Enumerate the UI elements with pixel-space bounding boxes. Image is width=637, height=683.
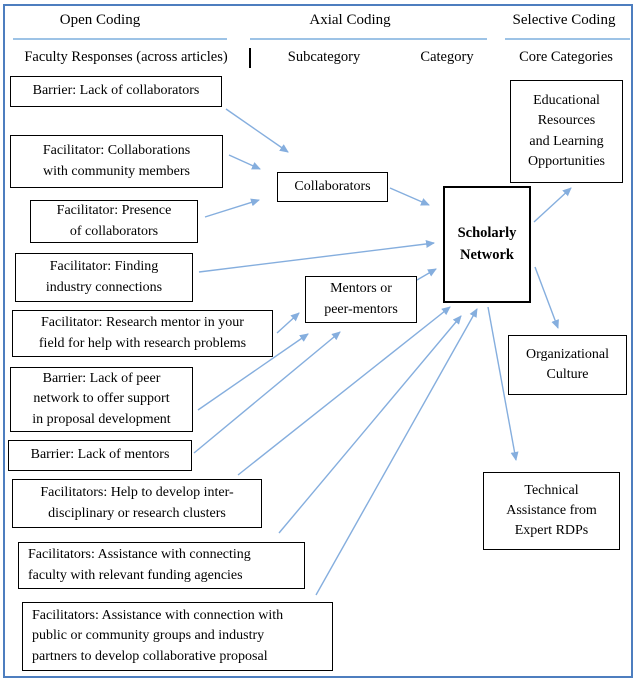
open-code-box-lack-of-mentors: Barrier: Lack of mentors [8,440,192,471]
core-category-box-educational-resources: Educational Resources and Learning Oppor… [510,80,623,183]
subheader-core-categories: Core Categories [519,49,613,65]
column-divider [249,48,251,68]
axial-coding-underline [250,38,487,40]
subcategory-box-collaborators: Collaborators [277,172,388,202]
arrow-presence-collaborators-to-collaborators [204,198,260,218]
category-box-scholarly-network: Scholarly Network [443,186,531,303]
column-title-selective-coding: Selective Coding [512,12,616,28]
arrow-funding-agencies-to-scholarly-network [278,315,462,534]
open-code-box-funding-agencies: Facilitators: Assistance with connecting… [18,542,305,589]
arrow-collaborators-to-scholarly-network [389,187,430,206]
arrow-community-members-to-collaborators [228,154,261,170]
column-title-axial-coding: Axial Coding [309,12,391,28]
arrow-lack-collaborators-to-collaborators [225,108,289,153]
open-code-box-presence-of-collaborators: Facilitator: Presence of collaborators [30,200,198,243]
open-code-box-finding-industry-connections: Facilitator: Finding industry connection… [15,253,193,302]
core-category-box-organizational-culture: Organizational Culture [508,335,627,395]
open-coding-underline [13,38,227,40]
open-code-box-research-mentor: Facilitator: Research mentor in your fie… [12,310,273,357]
arrow-research-mentor-to-mentors [276,312,300,334]
subheader-faculty-responses: Faculty Responses (across articles) [24,49,228,65]
subheader-category: Category [420,49,474,65]
column-title-open-coding: Open Coding [59,12,141,28]
arrow-scholarly-network-to-educational-resources [533,187,572,223]
selective-coding-underline [505,38,630,40]
arrow-community-groups-to-scholarly-network [315,308,478,596]
core-category-box-technical-assistance: Technical Assistance from Expert RDPs [483,472,620,550]
open-code-box-collaborations-community: Facilitator: Collaborations with communi… [10,135,223,188]
arrow-mentors-to-scholarly-network [416,268,437,281]
open-code-box-lack-of-collaborators: Barrier: Lack of collaborators [10,76,222,107]
open-code-box-research-clusters: Facilitators: Help to develop inter- dis… [12,479,262,528]
subcategory-box-mentors: Mentors or peer-mentors [305,276,417,323]
arrow-industry-connections-to-scholarly-network [198,240,435,273]
arrow-scholarly-network-to-organizational-culture [534,266,559,329]
open-code-box-lack-of-peer-network: Barrier: Lack of peer network to offer s… [10,367,193,432]
open-code-box-community-groups: Facilitators: Assistance with connection… [22,602,333,671]
subheader-subcategory: Subcategory [287,49,361,65]
